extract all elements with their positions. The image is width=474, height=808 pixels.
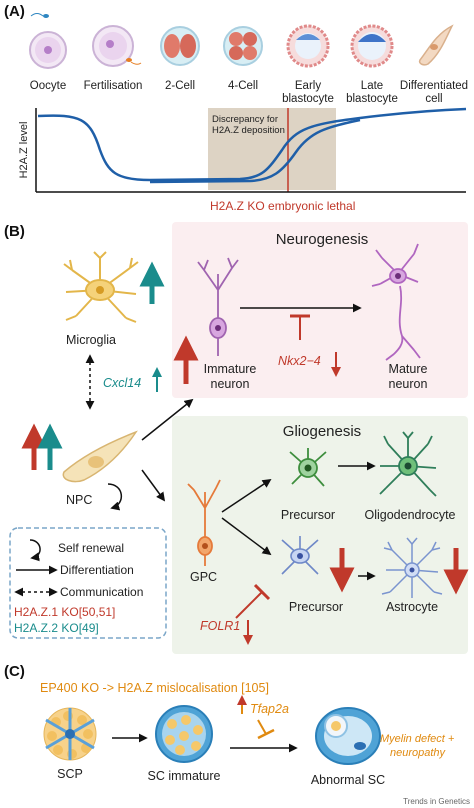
sc-immature-label: SC immature bbox=[148, 769, 221, 783]
myelin-label-2: neuropathy bbox=[390, 747, 447, 759]
tfap-inhibitor-bar bbox=[258, 730, 274, 738]
stage-oocyte: Oocyte bbox=[30, 80, 66, 92]
legend-communication: Communication bbox=[60, 585, 143, 599]
legend-differentiation: Differentiation bbox=[60, 563, 134, 577]
two-cell-icon bbox=[161, 27, 199, 65]
mature-label-1: Mature bbox=[389, 362, 428, 376]
stage-early-1: Early bbox=[295, 80, 321, 92]
oligo-label: Oligodendrocyte bbox=[364, 508, 455, 522]
tfap-inhibitor-stem bbox=[258, 720, 266, 734]
cxcl14-label: Cxcl14 bbox=[103, 376, 141, 390]
discrepancy-label-2: H2A.Z deposition bbox=[212, 125, 285, 136]
npc-self-renewal-arrow bbox=[108, 484, 121, 508]
gpc-label: GPC bbox=[190, 570, 217, 584]
stage-4cell: 4-Cell bbox=[228, 80, 258, 92]
legend-self-renewal: Self renewal bbox=[58, 541, 124, 555]
legend-ko1: H2A.Z.1 KO[50,51] bbox=[14, 605, 115, 619]
ep400-label: EP400 KO -> H2A.Z mislocalisation [105] bbox=[40, 681, 269, 695]
immature-label-1: Immature bbox=[204, 362, 257, 376]
astro-label: Astrocyte bbox=[386, 600, 438, 614]
stage-diff-2: cell bbox=[425, 93, 442, 105]
late-blastocyte-icon bbox=[352, 26, 392, 66]
sc-immature-icon bbox=[156, 706, 212, 762]
a-ylabel: H2A.Z level bbox=[18, 122, 30, 179]
mature-label-2: neuron bbox=[389, 377, 428, 391]
panel-b-label: (B) bbox=[4, 223, 25, 240]
stage-2cell: 2-Cell bbox=[165, 80, 195, 92]
discrepancy-label-1: Discrepancy for bbox=[212, 114, 278, 125]
microglia-icon bbox=[64, 252, 138, 322]
sperm-icon bbox=[31, 14, 49, 19]
neurogenesis-title: Neurogenesis bbox=[276, 231, 369, 248]
lethal-label: H2A.Z KO embryonic lethal bbox=[210, 199, 355, 213]
stage-late-2: blastocyte bbox=[346, 93, 398, 105]
oocyte-icon bbox=[30, 32, 66, 68]
scp-label: SCP bbox=[57, 767, 83, 781]
differentiated-cell-icon bbox=[420, 26, 452, 65]
npc-to-gpc-arrow bbox=[142, 470, 164, 500]
legend-self-renewal-icon bbox=[30, 540, 40, 558]
nkx-label: Nkx2−4 bbox=[278, 354, 321, 368]
microglia-label: Microglia bbox=[66, 333, 116, 347]
scp-icon bbox=[44, 708, 96, 760]
stage-late-1: Late bbox=[361, 80, 383, 92]
immature-label-2: neuron bbox=[211, 377, 250, 391]
early-blastocyte-icon bbox=[288, 26, 328, 66]
stage-diff-1: Differentiated bbox=[400, 80, 468, 92]
fertilisation-icon bbox=[93, 26, 141, 66]
tfap-label: Tfap2a bbox=[250, 702, 289, 716]
precursor-bottom-label: Precursor bbox=[289, 600, 343, 614]
footer-credit: Trends in Genetics bbox=[403, 797, 470, 806]
four-cell-icon bbox=[224, 27, 262, 65]
abnormal-sc-icon bbox=[316, 708, 380, 764]
stage-early-2: blastocyte bbox=[282, 93, 334, 105]
folr1-label: FOLR1 bbox=[200, 619, 240, 633]
npc-label: NPC bbox=[66, 493, 92, 507]
stage-fertilisation: Fertilisation bbox=[84, 80, 143, 92]
legend-ko2: H2A.Z.2 KO[49] bbox=[14, 621, 99, 635]
abnormal-sc-label: Abnormal SC bbox=[311, 773, 385, 787]
myelin-label-1: Myelin defect + bbox=[380, 733, 455, 745]
panel-c-label: (C) bbox=[4, 663, 25, 680]
panel-a-label: (A) bbox=[4, 3, 25, 20]
gliogenesis-title: Gliogenesis bbox=[283, 423, 361, 440]
npc-cell-icon bbox=[63, 432, 136, 482]
precursor-top-label: Precursor bbox=[281, 508, 335, 522]
